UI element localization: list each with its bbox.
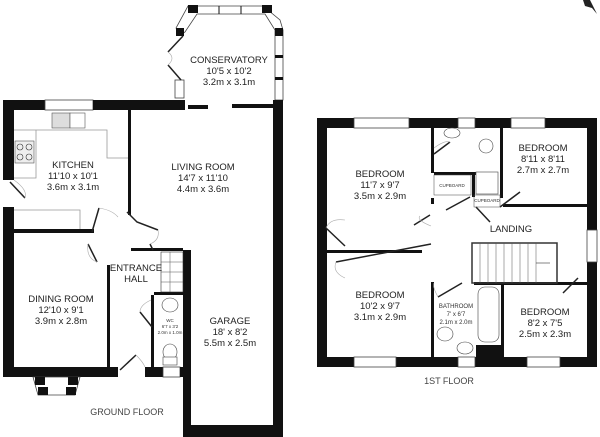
first-floor-plan: CUPBOARD CUPBOARD BEDROOM 11'7 x 9'7 3.5… bbox=[317, 117, 598, 386]
living-room-metric: 4.4m x 3.6m bbox=[177, 184, 229, 195]
bedroom-2-imperial: 8'11 x 8'11 bbox=[521, 154, 565, 165]
wc-label: WC bbox=[166, 318, 174, 323]
garage-metric: 5.5m x 2.5m bbox=[204, 338, 256, 349]
bedroom-4-imperial: 8'2 x 7'5 bbox=[528, 318, 563, 329]
entrance-hall-label-2: HALL bbox=[124, 274, 148, 285]
bedroom-4-metric: 2.5m x 2.3m bbox=[519, 329, 571, 340]
bedroom-3-metric: 3.1m x 2.9m bbox=[354, 312, 406, 323]
shower-icon bbox=[475, 171, 499, 195]
living-room-label: LIVING ROOM bbox=[171, 162, 234, 173]
bathroom-metric: 2.1m x 2.0m bbox=[439, 320, 472, 326]
ground-floor-caption: GROUND FLOOR bbox=[90, 407, 164, 417]
bedroom-2-label: BEDROOM bbox=[518, 143, 567, 154]
wc-imperial: 6'7 x 3'2 bbox=[162, 324, 179, 329]
toilet-icon bbox=[436, 326, 454, 342]
kitchen-imperial: 11'10 x 10'1 bbox=[48, 171, 98, 182]
cupboard-1-label: CUPBOARD bbox=[439, 183, 465, 188]
ground-floor-plan: CONSERVATORY 10'5 x 10'2 3.2m x 3.1m KIT… bbox=[3, 5, 284, 437]
bedroom-3-label: BEDROOM bbox=[355, 290, 404, 301]
dining-room-label: DINING ROOM bbox=[28, 294, 94, 305]
conservatory-metric: 3.2m x 3.1m bbox=[203, 77, 255, 88]
garage-imperial: 18' x 8'2 bbox=[213, 327, 248, 338]
bedroom-2-metric: 2.7m x 2.7m bbox=[517, 165, 569, 176]
stairs bbox=[160, 251, 184, 293]
basin-icon bbox=[443, 127, 461, 139]
kitchen-label: KITCHEN bbox=[52, 160, 94, 171]
bedroom-1-metric: 3.5m x 2.9m bbox=[354, 191, 406, 202]
hob-icon bbox=[14, 140, 35, 164]
conservatory-imperial: 10'5 x 10'2 bbox=[206, 66, 251, 77]
garage-label: GARAGE bbox=[210, 316, 251, 327]
toilet-icon bbox=[478, 138, 494, 154]
bath-icon bbox=[477, 286, 500, 343]
bathroom-imperial: 7' x 6'7 bbox=[447, 312, 466, 318]
living-room-imperial: 14'7 x 11'10 bbox=[178, 173, 228, 184]
basin-icon bbox=[456, 341, 474, 355]
conservatory-walls bbox=[167, 5, 284, 101]
bathroom-label: BATHROOM bbox=[439, 304, 473, 310]
basin-icon bbox=[161, 297, 179, 313]
cupboard-2-label: CUPBOARD bbox=[474, 198, 500, 203]
bedroom-4-label: BEDROOM bbox=[520, 307, 569, 318]
entrance-hall-label: ENTRANCE bbox=[110, 263, 162, 274]
kitchen-metric: 3.6m x 3.1m bbox=[47, 182, 99, 193]
bedroom-3-imperial: 10'2 x 9'7 bbox=[360, 301, 400, 312]
conservatory-label: CONSERVATORY bbox=[190, 55, 268, 66]
sink-icon bbox=[51, 112, 71, 129]
stairs bbox=[471, 242, 558, 284]
landing-label: LANDING bbox=[490, 224, 532, 235]
bedroom-1-label: BEDROOM bbox=[355, 169, 404, 180]
first-floor-caption: 1ST FLOOR bbox=[424, 376, 474, 386]
dining-room-metric: 3.9m x 2.8m bbox=[35, 316, 87, 327]
dining-room-imperial: 12'10 x 9'1 bbox=[38, 305, 83, 316]
north-arrow-icon bbox=[583, 0, 597, 14]
wc-metric: 2.0m x 1.0m bbox=[158, 330, 183, 335]
bedroom-1-imperial: 11'7 x 9'7 bbox=[360, 180, 399, 191]
